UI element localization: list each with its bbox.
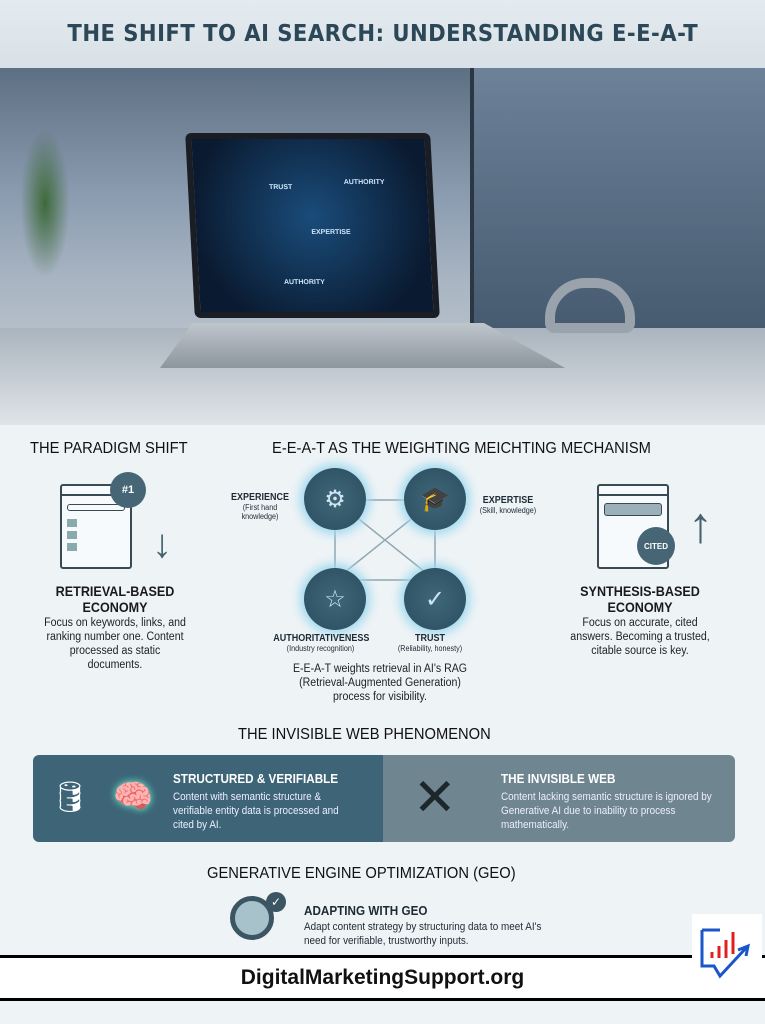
eeat-heading: E-E-A-T AS THE WEIGHTING MEICHTING MECHA… <box>272 440 651 457</box>
screen-label: EXPERTISE <box>311 229 351 236</box>
screen-label: TRUST <box>268 184 293 191</box>
site-name[interactable]: DigitalMarketingSupport.org <box>240 966 525 989</box>
invisible-panel: 🛢 🧠 STRUCTURED & VERIFIABLE Content with… <box>33 755 735 842</box>
plant <box>20 128 70 278</box>
label: EXPERIENCE <box>230 492 290 503</box>
label: TRUST <box>414 633 446 644</box>
database-icon: 🛢 <box>51 781 90 814</box>
invisible-web-section: ✕ THE INVISIBLE WEB Content lacking sema… <box>383 755 735 842</box>
geo-text: Adapt content strategy by structuring da… <box>304 921 542 947</box>
logo <box>692 914 762 984</box>
label: AUTHORITATIVENESS <box>273 633 370 644</box>
crossed-documents-icon: ✕ <box>413 769 457 827</box>
footer: DigitalMarketingSupport.org <box>0 955 765 1001</box>
experience-icon: ⚙ <box>304 468 366 530</box>
synthesis-title: SYNTHESIS-BASED ECONOMY <box>580 583 700 615</box>
experience-label: EXPERIENCE(First hand knowledge) <box>224 492 296 521</box>
authority-shield-icon: ☆ <box>304 568 366 630</box>
geo-heading: GENERATIVE ENGINE OPTIMIZATION (GEO) <box>207 865 516 882</box>
laptop-screen: TRUST AUTHORITY EXPERTISE AUTHORITY <box>185 133 440 318</box>
eeat-caption: E-E-A-T weights retrieval in AI's RAG (R… <box>292 663 468 703</box>
label: EXPERTISE <box>482 495 534 506</box>
paradigm-heading: THE PARADIGM SHIFT <box>30 440 188 457</box>
synthesis-text: Focus on accurate, cited answers. Becomi… <box>570 617 710 657</box>
title-band: THE SHIFT TO AI SEARCH: UNDERSTANDING E-… <box>0 0 765 68</box>
sub: (Reliability, honesty) <box>397 644 463 653</box>
structured-title: STRUCTURED & VERIFIABLE <box>173 771 339 786</box>
screen-label: AUTHORITY <box>343 179 385 186</box>
authoritativeness-label: AUTHORITATIVENESS(Industry recognition) <box>273 633 370 653</box>
sub: (First hand knowledge) <box>241 503 279 521</box>
sub: (Industry recognition) <box>286 644 355 653</box>
invisible-heading: THE INVISIBLE WEB PHENOMENON <box>238 726 491 743</box>
screen-label: AUTHORITY <box>283 279 326 286</box>
arrow-down-icon: ↓ <box>152 522 172 566</box>
hero-image: TRUST AUTHORITY EXPERTISE AUTHORITY <box>0 68 765 425</box>
chart-logo-icon <box>700 928 751 979</box>
invisible-title: THE INVISIBLE WEB <box>501 771 616 786</box>
brain-icon: 🧠 <box>113 778 153 814</box>
cited-badge-icon: CITED <box>637 527 675 565</box>
trust-handshake-icon: ✓ <box>404 568 466 630</box>
invisible-text: Content lacking semantic structure is ig… <box>501 791 712 831</box>
check-icon: ✓ <box>266 892 286 912</box>
laptop-keyboard <box>160 323 565 368</box>
expertise-icon: 🎓 <box>404 468 466 530</box>
page-title: THE SHIFT TO AI SEARCH: UNDERSTANDING E-… <box>67 21 698 47</box>
expertise-label: EXPERTISE(Skill, knowledge) <box>472 495 544 515</box>
sub: (Skill, knowledge) <box>479 506 537 515</box>
structured-text: Content with semantic structure & verifi… <box>173 791 339 831</box>
structured-section: 🛢 🧠 STRUCTURED & VERIFIABLE Content with… <box>33 755 383 842</box>
headphones <box>545 278 635 333</box>
geo-title: ADAPTING WITH GEO <box>304 903 428 918</box>
retrieval-title: RETRIEVAL-BASED ECONOMY <box>55 583 175 615</box>
trust-label: TRUST(Reliability, honesty) <box>390 633 471 653</box>
arrow-up-icon: ↑ <box>688 497 713 553</box>
retrieval-text: Focus on keywords, links, and ranking nu… <box>44 617 186 671</box>
ranking-badge-icon: #1 <box>110 472 146 508</box>
